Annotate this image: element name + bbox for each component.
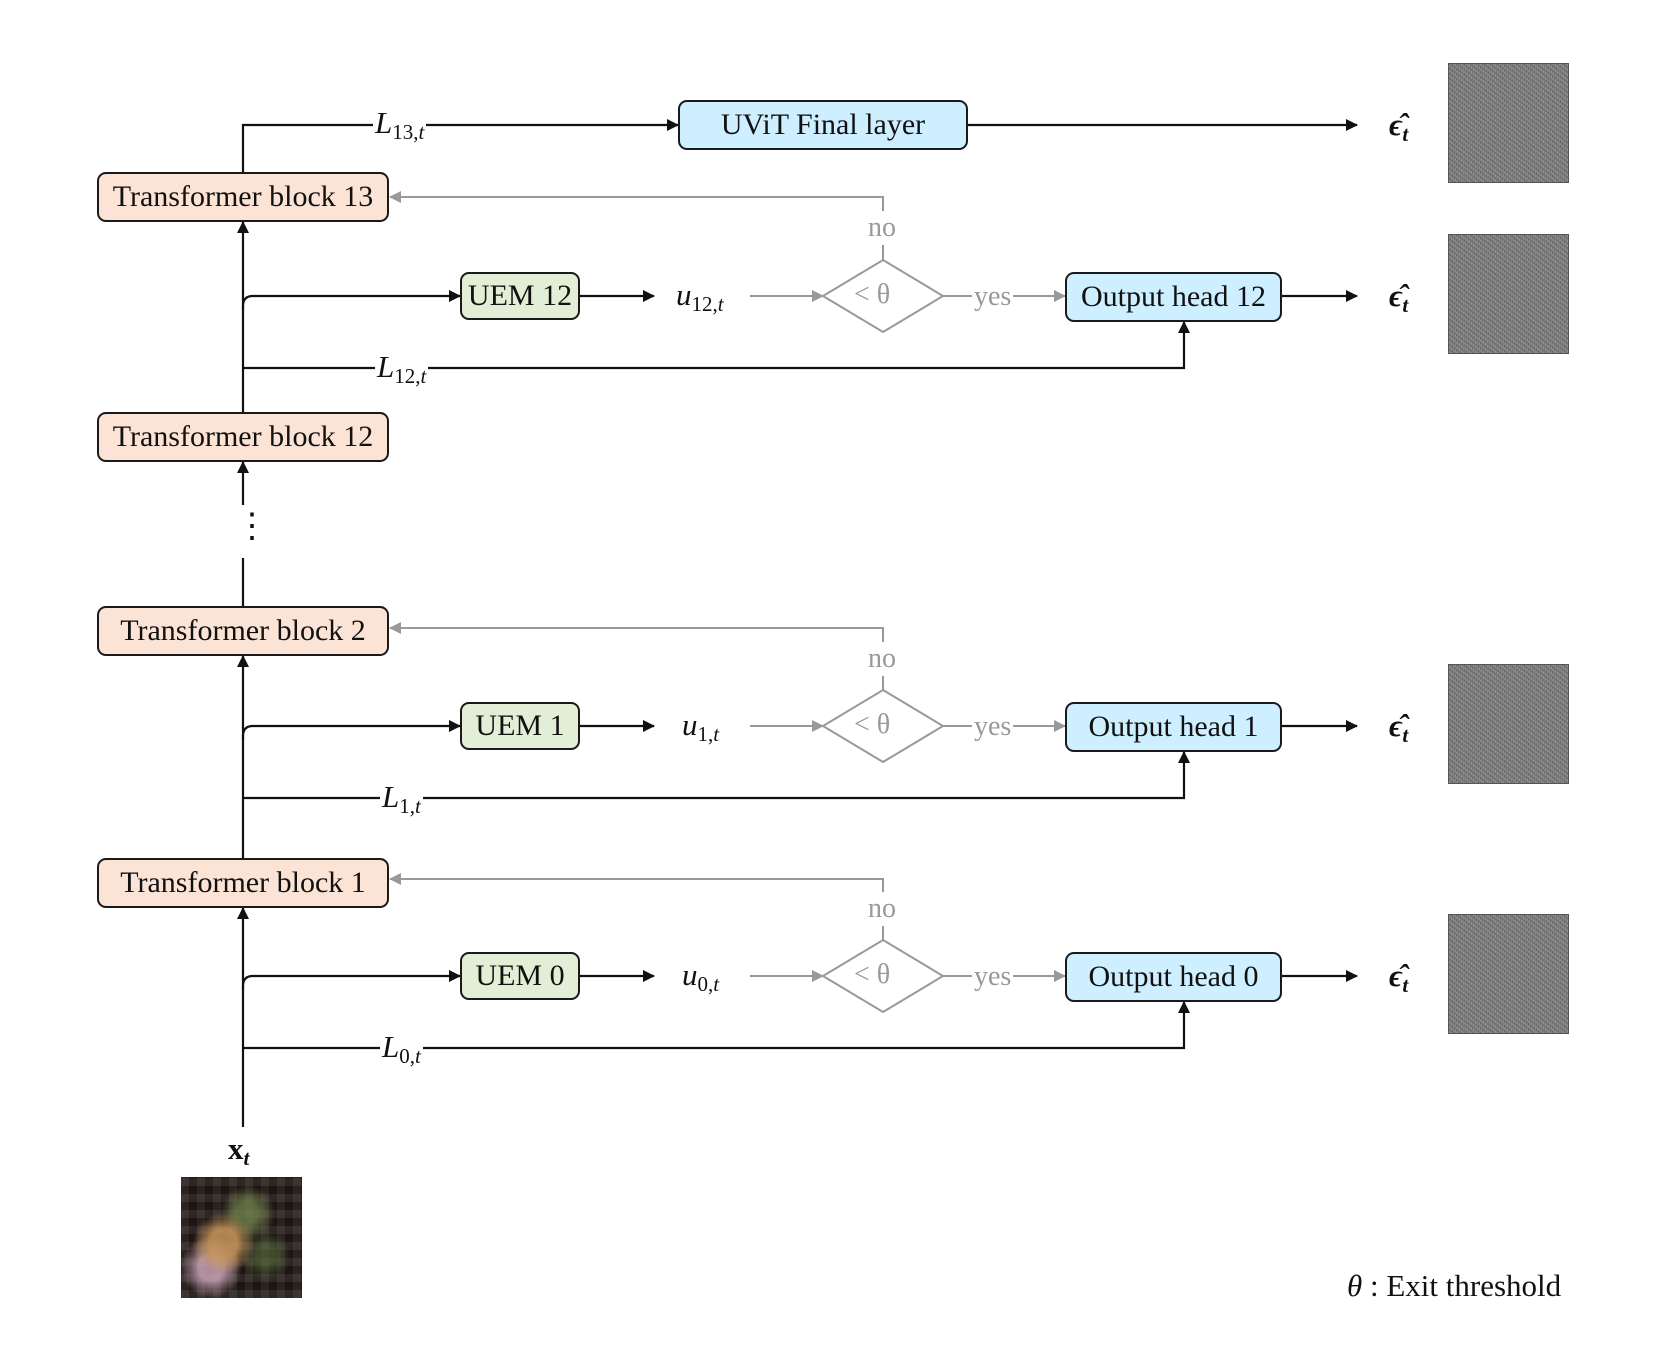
uem-1: UEM 1 [460, 702, 580, 750]
yes-label-0: yes [972, 960, 1014, 994]
branch-to-uem1 [241, 720, 461, 740]
decision-diamond-12 [821, 258, 945, 334]
transformer-block-12: Transformer block 12 [97, 412, 389, 462]
transformer-block-1: Transformer block 1 [97, 858, 389, 908]
branch-to-uem0 [241, 970, 461, 990]
no-label-0: no [866, 892, 898, 926]
output-symbol-0: ϵ̂t [1387, 958, 1411, 997]
output-symbol-12: ϵ̂t [1387, 278, 1411, 317]
output-head-0: Output head 0 [1065, 952, 1282, 1002]
uem-12: UEM 12 [460, 272, 580, 320]
decision1-no-to-tb2 [389, 622, 884, 690]
no-label-1: no [866, 642, 898, 676]
decision-diamond-0 [821, 938, 945, 1014]
vertical-ellipsis: ⋮ [235, 508, 269, 545]
yes-label-1: yes [972, 710, 1014, 744]
uvit-final-layer: UViT Final layer [678, 100, 968, 150]
yes-label-12: yes [972, 280, 1014, 314]
threshold-label-1: < θ [854, 709, 891, 740]
uncertainty-label-1: u1,t [680, 707, 722, 746]
decision12-no-to-tb13 [389, 191, 884, 260]
branch-to-uem12 [241, 290, 461, 310]
transformer-block-13: Transformer block 13 [97, 172, 389, 222]
loss-label-12: L12,t [375, 349, 429, 388]
noise-image-12 [1448, 234, 1569, 354]
uem-0: UEM 0 [460, 952, 580, 1000]
uncertainty-label-0: u0,t [680, 957, 722, 996]
decision-diamond-1 [821, 688, 945, 764]
decision0-no-to-tb1 [389, 873, 884, 940]
uncertainty-label-12: u12,t [674, 277, 726, 316]
no-label-12: no [866, 211, 898, 245]
threshold-label-0: < θ [854, 959, 891, 990]
loss0-to-head0 [243, 1001, 1190, 1050]
loss-label-1: L1,t [380, 779, 423, 818]
output-symbol-1: ϵ̂t [1387, 708, 1411, 747]
output-symbol-final: ϵ̂t [1387, 107, 1411, 146]
loss-label-0: L0,t [380, 1029, 423, 1068]
loss1-to-head1 [243, 751, 1190, 800]
output-head-12: Output head 12 [1065, 272, 1282, 322]
trunk-tb13-to-final [241, 119, 679, 172]
loss-label-13: L13,t [373, 105, 427, 144]
transformer-block-2: Transformer block 2 [97, 606, 389, 656]
threshold-label-12: < θ [854, 279, 891, 310]
input-image [181, 1177, 302, 1298]
loss12-to-head12 [243, 321, 1190, 370]
legend: θ : Exit threshold [1347, 1268, 1562, 1303]
input-symbol: xt [226, 1131, 252, 1170]
noise-image-0 [1448, 914, 1569, 1034]
noise-image-final [1448, 63, 1569, 183]
noise-image-1 [1448, 664, 1569, 784]
output-head-1: Output head 1 [1065, 702, 1282, 752]
